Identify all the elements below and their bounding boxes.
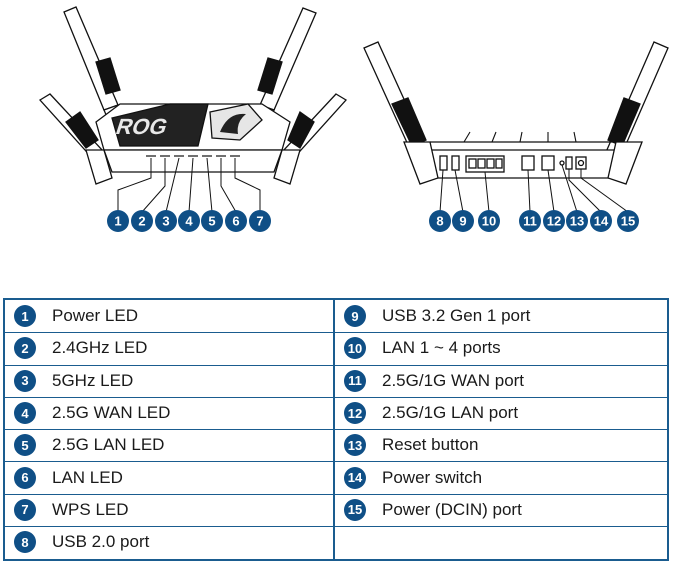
legend-label: USB 3.2 Gen 1 port (382, 306, 531, 326)
callout-15: 15 (617, 210, 639, 232)
legend-row: 9 USB 3.2 Gen 1 port (335, 300, 667, 334)
svg-text:ROG: ROG (113, 115, 171, 139)
router-illustration: ROG (38, 6, 669, 232)
legend-right-column: 9 USB 3.2 Gen 1 port 10 LAN 1 ~ 4 ports 11… (335, 300, 667, 559)
callout-5: 5 (201, 210, 223, 232)
svg-text:5: 5 (208, 214, 215, 229)
legend-row: 2 2.4GHz LED (5, 332, 333, 366)
number-badge: 15 (344, 498, 366, 521)
legend-table: 1 Power LED 2 2.4GHz LED 3 5GHz LED 4 2.5G W… (3, 298, 669, 561)
callout-12: 12 (543, 210, 565, 232)
callout-9: 9 (452, 210, 474, 232)
legend-row: 7 WPS LED (5, 494, 333, 528)
legend-label: Reset button (382, 435, 479, 455)
legend-left-column: 1 Power LED 2 2.4GHz LED 3 5GHz LED 4 2.5G W… (5, 300, 335, 559)
legend-label: 5GHz LED (52, 370, 134, 390)
number-badge: 13 (344, 434, 366, 457)
number-badge: 9 (344, 305, 366, 328)
legend-row: 1 Power LED (5, 300, 333, 334)
number-badge: 14 (344, 466, 366, 489)
svg-text:6: 6 (232, 214, 239, 229)
legend-label: 2.4GHz LED (52, 338, 148, 358)
legend-row: 14 Power switch (335, 462, 667, 495)
svg-text:7: 7 (256, 214, 263, 229)
legend-label: LAN 1 ~ 4 ports (382, 338, 501, 358)
callout-6: 6 (225, 210, 247, 232)
number-badge: 11 (344, 369, 366, 392)
legend-row: 5 2.5G LAN LED (5, 429, 333, 463)
legend-row: 4 2.5G WAN LED (5, 397, 333, 431)
svg-text:15: 15 (621, 214, 635, 229)
callout-8: 8 (429, 210, 451, 232)
back-callouts: 8 9 10 11 12 13 14 15 (429, 210, 639, 232)
router-back-view (363, 41, 669, 213)
svg-text:14: 14 (594, 214, 609, 229)
svg-text:2: 2 (138, 214, 145, 229)
legend-label: Power LED (52, 306, 138, 326)
front-callouts: 1 2 3 4 5 6 7 (107, 210, 271, 232)
legend-row: 10 LAN 1 ~ 4 ports (335, 332, 667, 366)
svg-text:11: 11 (523, 214, 537, 229)
number-badge: 4 (14, 402, 36, 425)
number-badge: 6 (14, 466, 36, 489)
legend-label: LAN LED (52, 467, 123, 487)
number-badge: 8 (14, 531, 36, 554)
number-badge: 2 (14, 337, 36, 360)
svg-text:1: 1 (114, 214, 121, 229)
callout-3: 3 (155, 210, 177, 232)
svg-text:9: 9 (459, 214, 466, 229)
svg-text:3: 3 (162, 214, 169, 229)
number-badge: 10 (344, 337, 366, 360)
callout-11: 11 (519, 210, 541, 232)
legend-row: 11 2.5G/1G WAN port (335, 365, 667, 398)
callout-2: 2 (131, 210, 153, 232)
callout-7: 7 (249, 210, 271, 232)
legend-row: 3 5GHz LED (5, 365, 333, 398)
number-badge: 1 (14, 305, 36, 328)
legend-row-empty (335, 526, 667, 558)
callout-4: 4 (178, 210, 200, 232)
legend-row: 12 2.5G/1G LAN port (335, 397, 667, 431)
legend-label: WPS LED (52, 499, 129, 519)
legend-label: Power switch (382, 467, 483, 487)
legend-label: Power (DCIN) port (382, 499, 522, 519)
svg-text:10: 10 (482, 214, 496, 229)
callout-1: 1 (107, 210, 129, 232)
legend-row: 6 LAN LED (5, 462, 333, 495)
legend-label: 2.5G/1G WAN port (382, 370, 525, 390)
callout-13: 13 (566, 210, 588, 232)
legend-row: 13 Reset button (335, 429, 667, 463)
svg-text:12: 12 (547, 214, 561, 229)
svg-text:8: 8 (436, 214, 443, 229)
legend-row: 8 USB 2.0 port (5, 526, 333, 558)
callout-14: 14 (590, 210, 612, 232)
legend-label: 2.5G/1G LAN port (382, 403, 519, 423)
number-badge: 7 (14, 498, 36, 521)
router-front-view: ROG (38, 6, 348, 213)
svg-text:4: 4 (185, 214, 193, 229)
svg-text:13: 13 (570, 214, 584, 229)
legend-label: USB 2.0 port (52, 532, 150, 552)
number-badge: 12 (344, 402, 366, 425)
callout-10: 10 (478, 210, 500, 232)
number-badge: 3 (14, 369, 36, 392)
legend-label: 2.5G LAN LED (52, 435, 165, 455)
number-badge: 5 (14, 434, 36, 457)
legend-row: 15 Power (DCIN) port (335, 494, 667, 528)
legend-label: 2.5G WAN LED (52, 403, 171, 423)
